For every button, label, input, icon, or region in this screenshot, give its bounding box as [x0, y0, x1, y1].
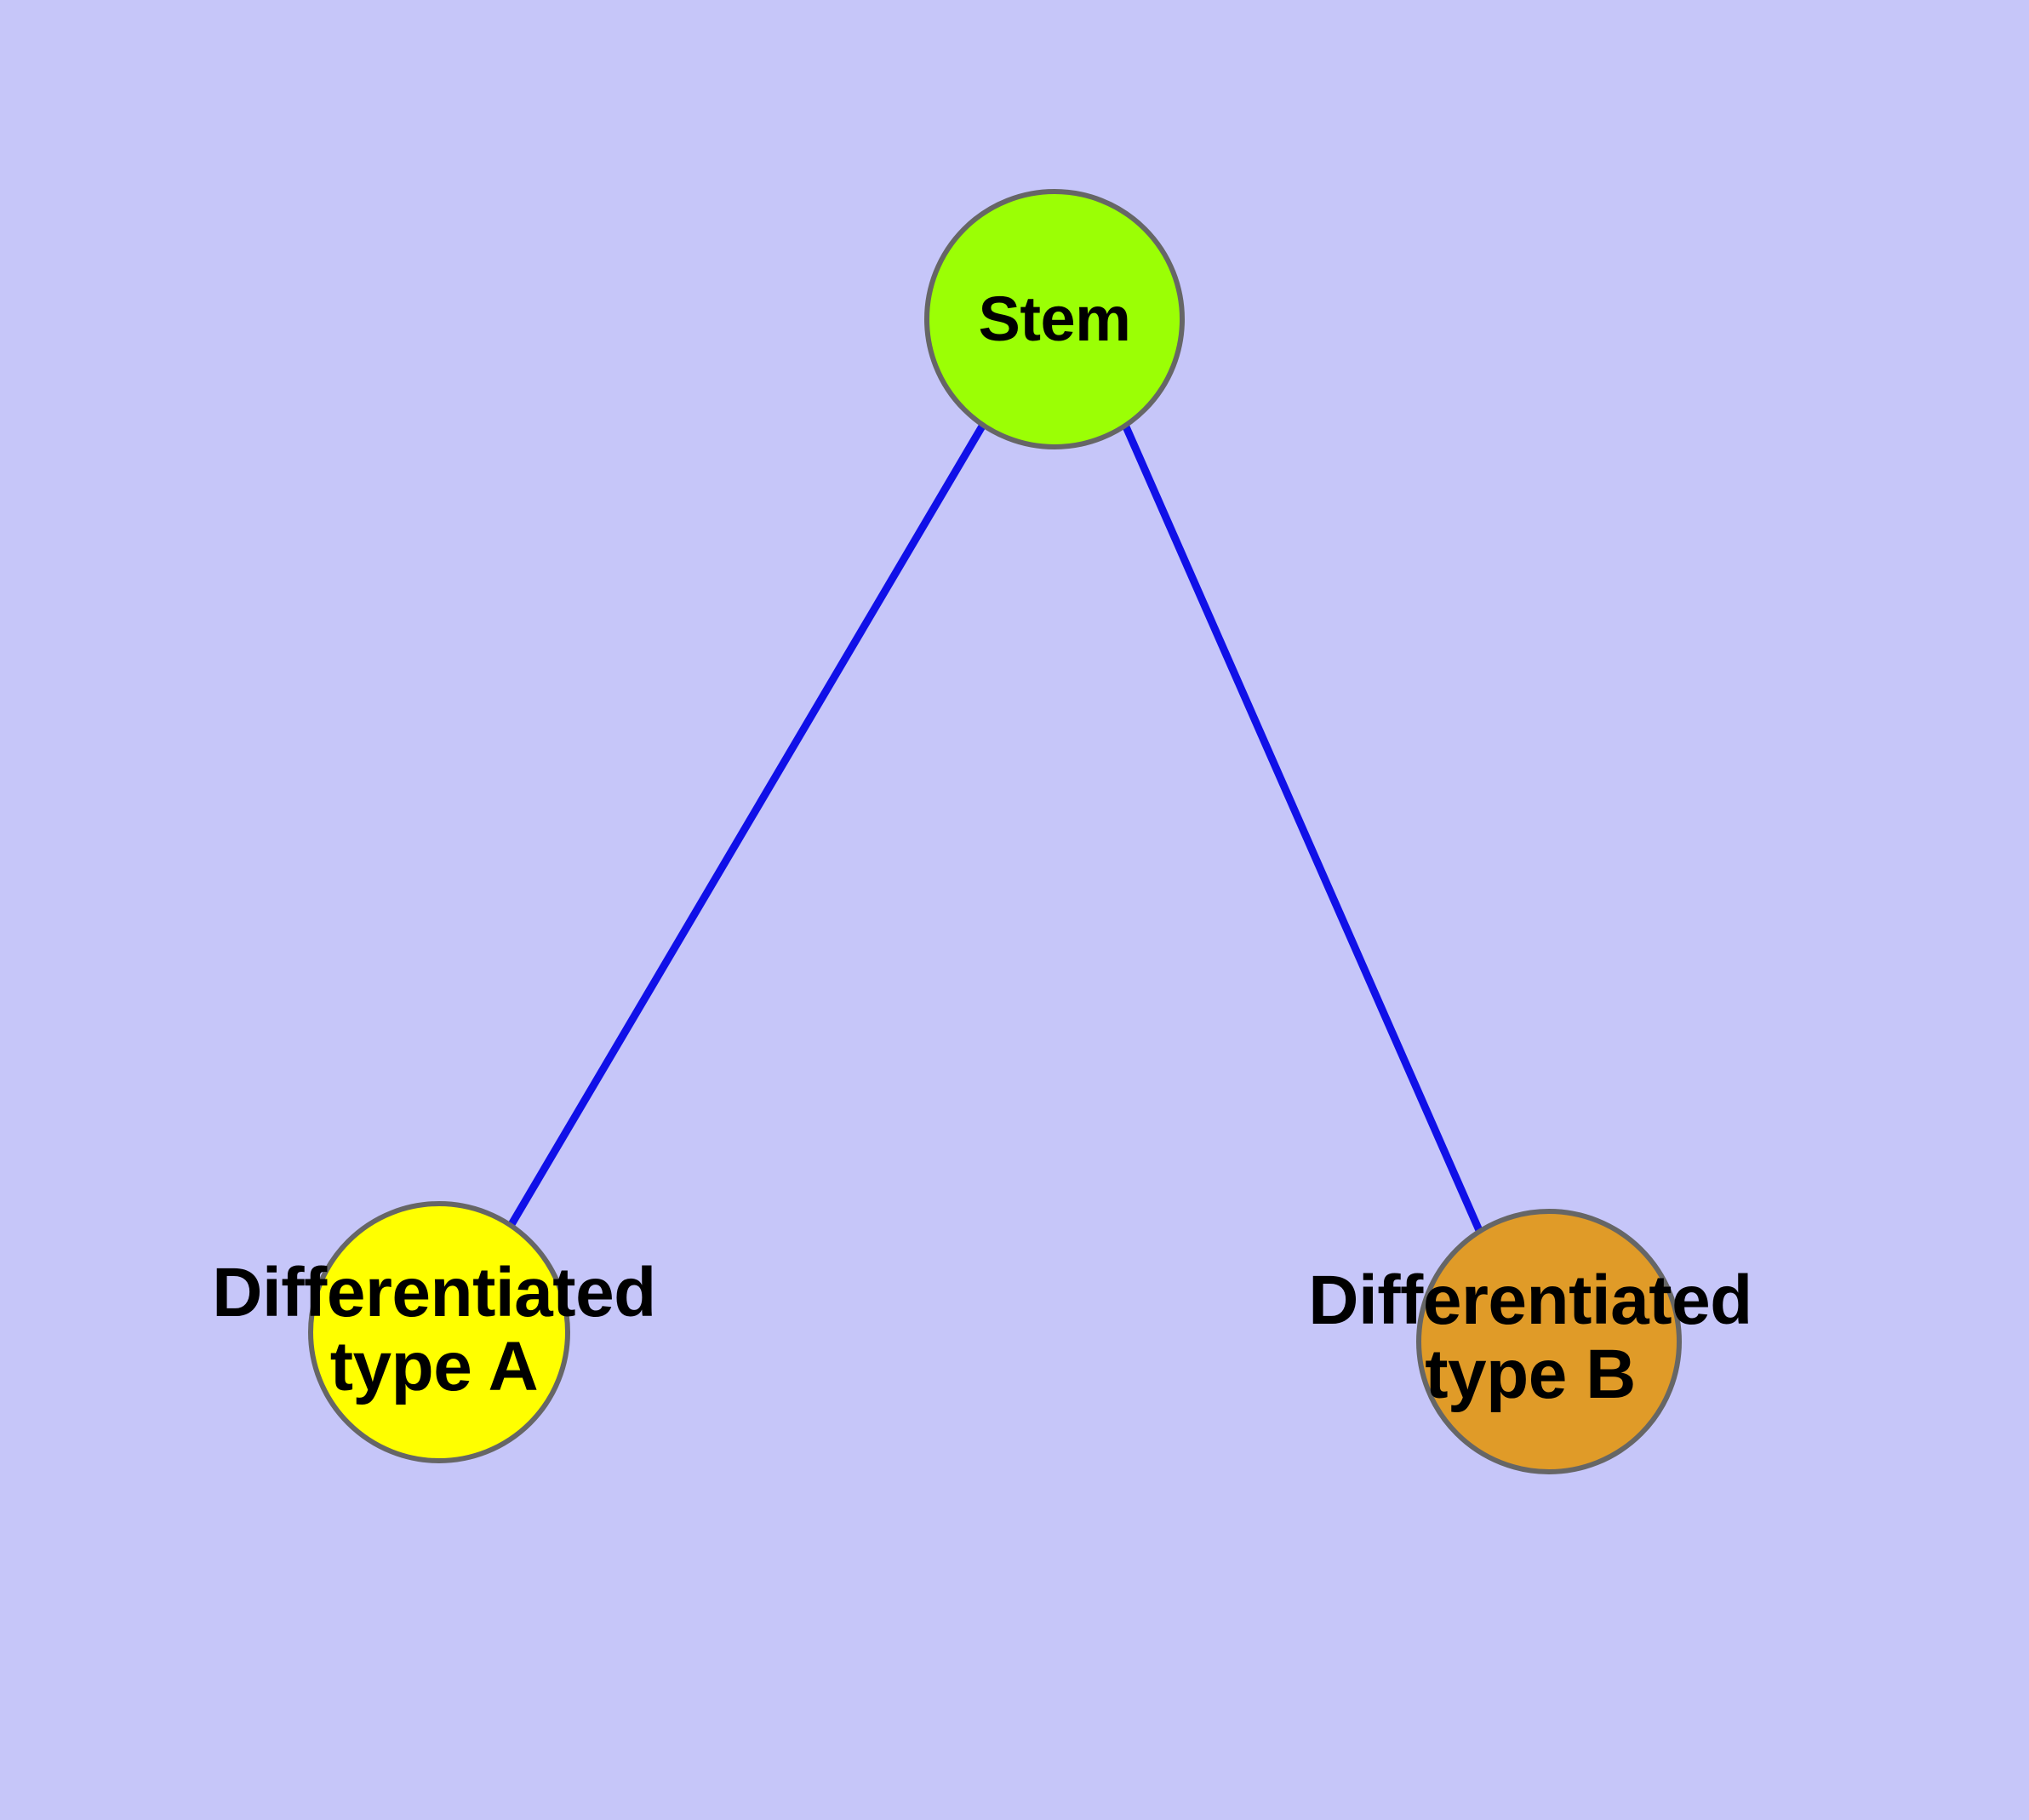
- node-layer: [308, 189, 1682, 1474]
- edge-stem-to-diff-b[interactable]: [1121, 423, 1485, 1236]
- node-differentiated-type-a[interactable]: [308, 1201, 570, 1463]
- edge-stem-to-diff-a[interactable]: [507, 422, 986, 1228]
- node-differentiated-type-b[interactable]: [1416, 1209, 1682, 1474]
- node-stem[interactable]: [924, 189, 1185, 449]
- edge-layer: [507, 422, 1485, 1236]
